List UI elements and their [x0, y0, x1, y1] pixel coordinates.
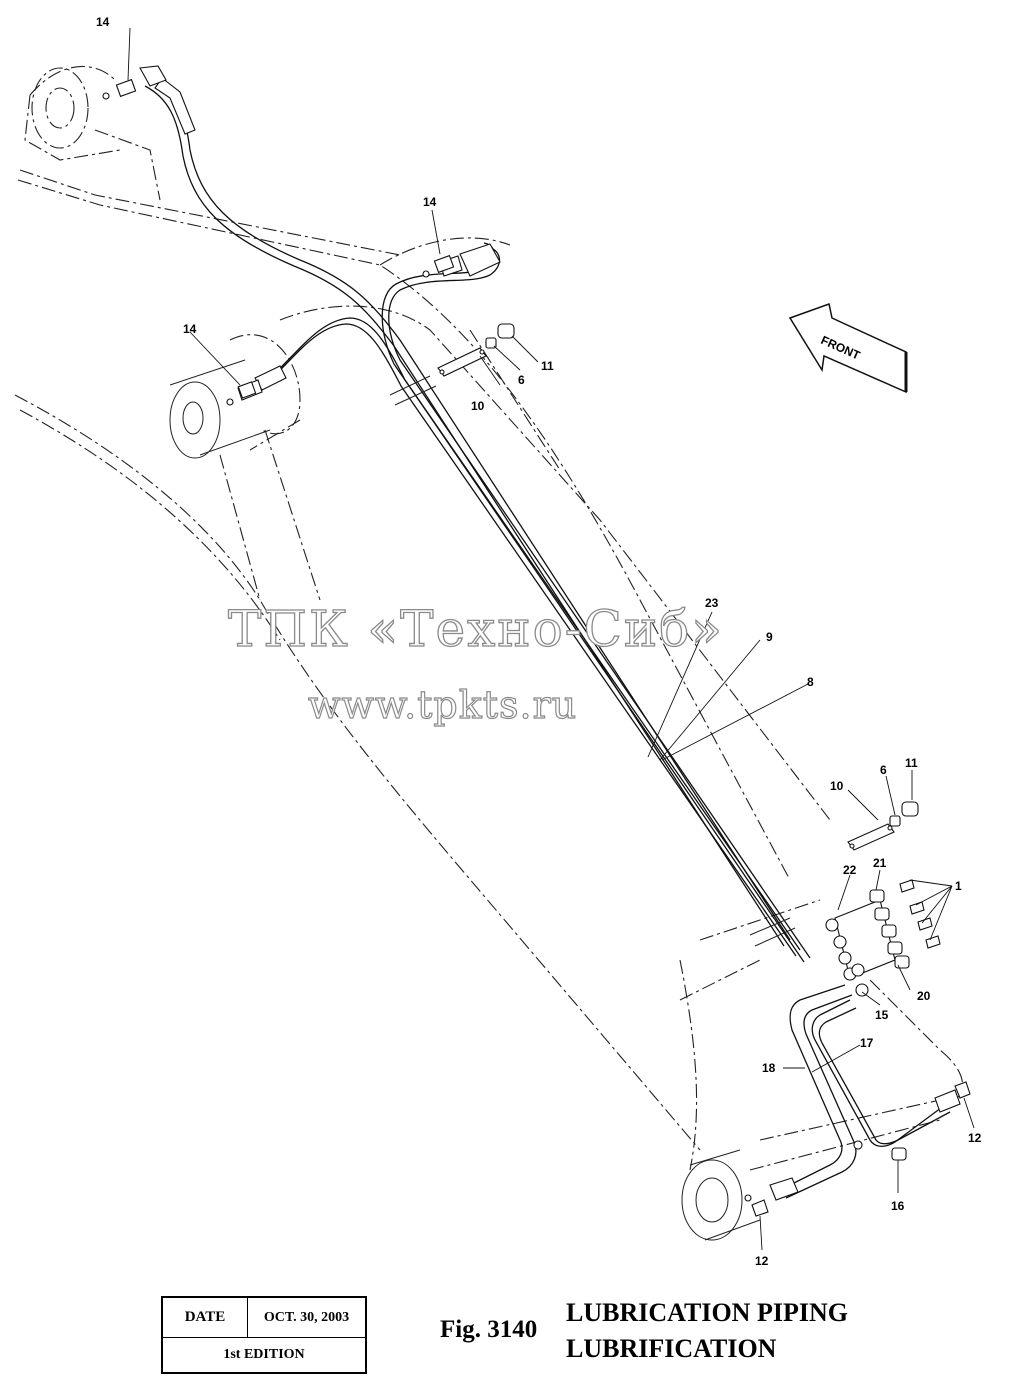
callout-23: 23 [705, 596, 719, 610]
fitting-14-mid [422, 254, 455, 278]
callout-16: 16 [891, 1199, 905, 1213]
boom-outline [14, 65, 963, 1171]
callout-14-mid: 14 [423, 195, 437, 209]
date-value: OCT. 30, 2003 [263, 1309, 350, 1325]
figure-title-french: LUBRIFICATION [566, 1334, 777, 1363]
boom-top-boss [681, 1149, 761, 1241]
callout-12-right: 12 [968, 1131, 982, 1145]
watermark: ТПК «Техно-Сиб» www.tpkts.ru [227, 599, 724, 727]
callout-12-bottom: 12 [755, 1254, 769, 1268]
boom-foot-boss [31, 67, 89, 149]
callout-14-cyl: 14 [183, 322, 197, 336]
clamp-10-upper [389, 323, 515, 406]
hose-boom-foot [139, 65, 791, 947]
callouts: 14 14 14 11 6 10 23 9 8 10 6 11 22 21 1 … [96, 15, 982, 1268]
callout-10-upper: 10 [471, 399, 485, 413]
callout-8: 8 [807, 675, 814, 689]
edition-label: 1st EDITION [223, 1347, 305, 1362]
fitting-14-cyl [226, 381, 257, 406]
callout-6-lower: 6 [880, 763, 887, 777]
distributor-block [825, 879, 941, 997]
arm-cylinder-boss [169, 334, 301, 459]
callout-18: 18 [762, 1061, 776, 1075]
grease-nipple-12-bottom [751, 1199, 769, 1217]
fitting-14-top [102, 78, 137, 100]
pipe-17-18 [769, 984, 961, 1201]
plug-16 [891, 1147, 907, 1161]
callout-1: 1 [955, 879, 962, 893]
callout-17: 17 [860, 1036, 874, 1050]
title-block: DATE OCT. 30, 2003 1st EDITION [161, 1296, 367, 1374]
figure-number: Fig. 3140 [440, 1316, 538, 1343]
callout-11-upper: 11 [541, 359, 554, 373]
callout-9: 9 [766, 630, 773, 644]
grease-nipple-12-right [954, 1081, 971, 1099]
callout-6-upper: 6 [518, 373, 525, 387]
callout-22: 22 [843, 863, 857, 877]
date-label: DATE [163, 1298, 248, 1337]
front-arrow-icon: FRONT [788, 303, 908, 394]
clamp-10-lower [749, 801, 919, 947]
title-block-date-row: DATE OCT. 30, 2003 [163, 1298, 365, 1338]
callout-15: 15 [875, 1008, 889, 1022]
callout-21: 21 [873, 856, 887, 870]
watermark-url: www.tpkts.ru [308, 683, 577, 727]
callout-20: 20 [917, 989, 931, 1003]
callout-10-lower: 10 [830, 779, 844, 793]
leader-lines [127, 27, 975, 1251]
callout-11-lower: 11 [905, 756, 918, 770]
figure-title-english: LUBRICATION PIPING [566, 1298, 848, 1327]
callout-14-top: 14 [96, 15, 110, 29]
watermark-company: ТПК «Техно-Сиб» [228, 600, 724, 658]
